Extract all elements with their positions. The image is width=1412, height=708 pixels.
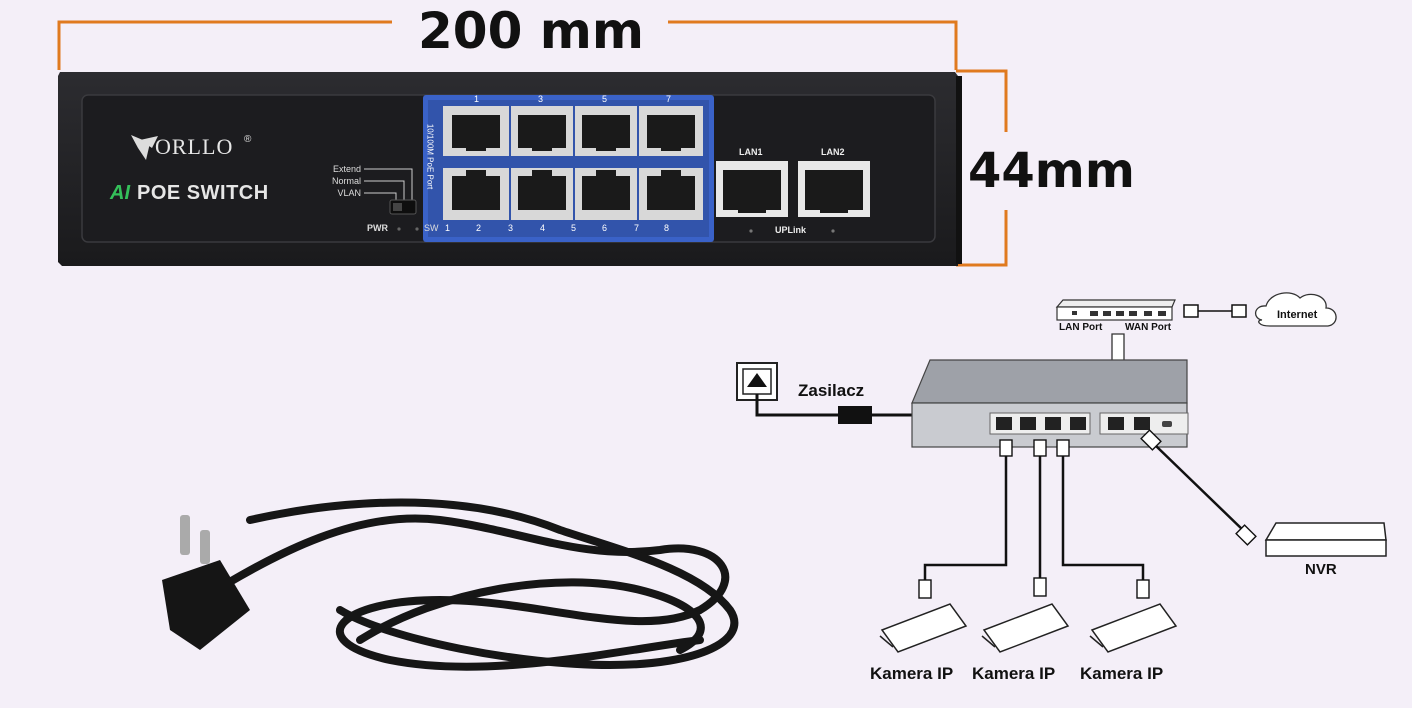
product-name: POE SWITCH [137,182,269,204]
mode-labels: Extend Normal VLAN [330,163,361,199]
plug-icon [162,515,250,650]
port-num-top-1: 1 [474,94,480,104]
uplink-port-2 [805,170,863,213]
port-bottom-2 [443,168,509,220]
mode-vlan-label: VLAN [337,188,361,198]
camera-label-1: Kamera IP [870,664,954,683]
port-bottom-4 [511,168,573,220]
internet-label: Internet [1277,309,1318,321]
port-num-bottom-7: 7 [634,223,640,233]
camera-icon-3 [1089,603,1178,653]
uplink-port-1 [723,170,781,213]
sw-label: SW [424,223,439,233]
internet-cable [1183,304,1247,318]
product-prefix: AI [110,182,130,204]
height-dim-line-bottom [956,210,1008,267]
lan1-label: LAN1 [739,147,763,157]
pwr-label: PWR [367,223,388,233]
power-adapter-icon [838,406,872,424]
outlet-icon [736,362,778,401]
power-supply-label: Zasilacz [798,381,865,400]
brand-label: ORLLO [155,134,234,159]
width-dim-line-right [668,20,958,70]
port-num-bottom-4: 4 [540,223,546,233]
lan2-led [831,229,835,233]
router-icon [1055,299,1176,321]
power-cable [755,394,838,417]
mode-extend-label: Extend [332,164,361,174]
camera-icon-1 [879,603,968,653]
height-dim-line-top [956,69,1008,132]
camera-label-3: Kamera IP [1080,664,1164,683]
orllo-logo-icon [131,135,158,160]
camera-icon-2 [981,603,1070,653]
uplink-label: UPLink [775,225,807,235]
port-num-bottom-5: 5 [571,223,577,233]
port-top-7 [639,106,703,156]
registered-mark: ® [244,134,252,145]
port-num-bottom-3: 3 [508,223,514,233]
port-num-top-7: 7 [666,94,672,104]
port-num-bottom-6: 6 [602,223,608,233]
diagram-switch-icon [911,359,1189,448]
width-dimension-label: 200 mm [418,2,644,60]
lan1-led [749,229,753,233]
width-dim-line-left [57,20,392,70]
port-bottom-8 [639,168,703,220]
pwr-led [397,227,401,231]
port-num-top-3: 3 [538,94,544,104]
switch-side [956,76,962,264]
nvr-icon [1264,522,1387,557]
port-top-3 [511,106,573,156]
wan-port-label: WAN Port [1125,322,1172,333]
port-bottom-6 [575,168,637,220]
cloud-icon [1255,292,1337,327]
mode-normal-label: Normal [331,176,361,186]
camera-cables [923,444,1246,580]
camera-label-2: Kamera IP [972,664,1056,683]
port-num-bottom-1: 1 [445,223,451,233]
power-cord-image [162,498,739,671]
port-num-top-5: 5 [602,94,608,104]
port-top-5 [575,106,637,156]
lan2-label: LAN2 [821,147,845,157]
mode-switch-knob [393,203,402,211]
port-num-bottom-8: 8 [664,223,670,233]
height-dimension-label: 44mm [968,143,1135,199]
cable-connectors [918,429,1257,599]
poe-ports [443,106,863,220]
nvr-label: NVR [1305,561,1337,578]
sw-led [415,227,419,231]
port-top-1 [443,106,509,156]
lan-port-label: LAN Port [1059,322,1103,333]
port-num-bottom-2: 2 [476,223,482,233]
